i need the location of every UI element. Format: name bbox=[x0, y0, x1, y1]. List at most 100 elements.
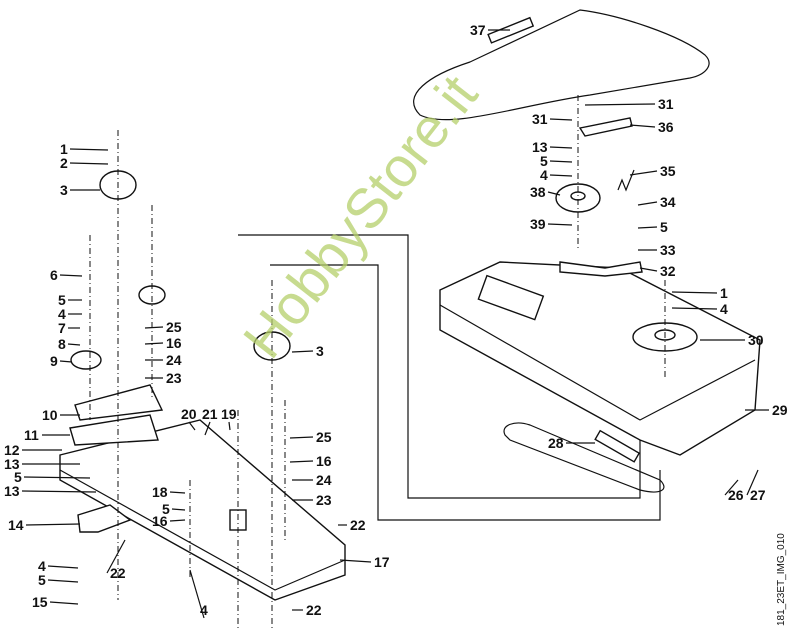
callout-25: 25 bbox=[144, 319, 182, 335]
callout-32: 32 bbox=[639, 263, 676, 279]
callout-33: 33 bbox=[638, 242, 676, 258]
mounting-plate bbox=[59, 419, 346, 601]
callout-9: 9 bbox=[50, 353, 73, 369]
callout-number: 5 bbox=[660, 219, 668, 235]
callout-number: 34 bbox=[660, 194, 676, 210]
leader-line bbox=[547, 191, 561, 196]
leader-line bbox=[204, 421, 211, 436]
connection-line bbox=[270, 264, 661, 521]
arm-36 bbox=[578, 117, 633, 137]
callout-13: 13 bbox=[4, 456, 80, 472]
callout-4: 4 bbox=[189, 569, 208, 619]
image-code: 181_23ET_IMG_010 bbox=[776, 533, 787, 626]
callout-27: 27 bbox=[746, 469, 766, 503]
callout-4: 4 bbox=[671, 301, 728, 317]
leader-line bbox=[59, 360, 73, 363]
leader-line bbox=[47, 565, 79, 569]
callout-number: 22 bbox=[110, 565, 126, 581]
leader-line bbox=[188, 421, 196, 431]
callout-number: 13 bbox=[4, 483, 20, 499]
callout-39: 39 bbox=[530, 216, 573, 232]
callout-23: 23 bbox=[292, 492, 332, 508]
callout-29: 29 bbox=[745, 402, 788, 418]
leader-line bbox=[637, 201, 658, 206]
leader-line bbox=[547, 223, 573, 226]
callout-number: 32 bbox=[660, 263, 676, 279]
callout-23: 23 bbox=[145, 370, 182, 386]
callout-7: 7 bbox=[58, 320, 80, 336]
leader-line bbox=[144, 326, 164, 329]
callout-number: 11 bbox=[24, 427, 39, 443]
guard-11 bbox=[69, 414, 159, 446]
callout-18: 18 bbox=[152, 484, 186, 500]
callout-number: 23 bbox=[166, 370, 182, 386]
leader-line bbox=[549, 118, 573, 121]
callout-21: 21 bbox=[202, 406, 218, 436]
plate-edge bbox=[59, 469, 346, 591]
leader-line bbox=[639, 267, 658, 272]
leader-line bbox=[228, 421, 231, 431]
callout-19: 19 bbox=[221, 406, 237, 431]
callout-4: 4 bbox=[58, 306, 82, 322]
callout-number: 4 bbox=[200, 602, 208, 618]
callout-number: 4 bbox=[38, 558, 46, 574]
callout-number: 38 bbox=[530, 184, 546, 200]
callout-number: 31 bbox=[532, 111, 548, 127]
callout-number: 22 bbox=[350, 517, 366, 533]
callout-5: 5 bbox=[540, 153, 573, 169]
callout-number: 23 bbox=[316, 492, 332, 508]
callout-16: 16 bbox=[152, 513, 186, 529]
leader-line bbox=[724, 479, 739, 496]
callout-16: 16 bbox=[144, 335, 182, 351]
callout-number: 18 bbox=[152, 484, 168, 500]
callout-number: 25 bbox=[316, 429, 332, 445]
leader-line bbox=[171, 508, 186, 511]
callout-16: 16 bbox=[289, 453, 332, 469]
bracket-14 bbox=[77, 504, 132, 533]
callout-number: 9 bbox=[50, 353, 58, 369]
leader-line bbox=[671, 291, 718, 294]
callout-number: 3 bbox=[316, 343, 324, 359]
callout-13: 13 bbox=[4, 483, 97, 499]
callout-number: 5 bbox=[540, 153, 548, 169]
leader-line bbox=[67, 343, 81, 346]
leader-line bbox=[25, 523, 81, 526]
pulley-9 bbox=[70, 350, 102, 370]
callout-number: 15 bbox=[32, 594, 48, 610]
connection-line bbox=[238, 234, 641, 499]
callout-3: 3 bbox=[291, 343, 324, 359]
callout-number: 19 bbox=[221, 406, 237, 422]
callout-2: 2 bbox=[60, 155, 109, 171]
leader-line bbox=[169, 519, 186, 522]
callout-number: 1 bbox=[720, 285, 728, 301]
callout-17: 17 bbox=[339, 554, 390, 570]
callout-number: 8 bbox=[58, 336, 66, 352]
callout-36: 36 bbox=[629, 119, 674, 135]
leader-line bbox=[49, 601, 79, 605]
callout-22: 22 bbox=[106, 539, 126, 581]
callout-number: 13 bbox=[532, 139, 548, 155]
leader-line bbox=[746, 469, 759, 496]
callout-5: 5 bbox=[637, 219, 668, 235]
callout-number: 24 bbox=[316, 472, 332, 488]
leader-line bbox=[549, 174, 573, 177]
deck-block bbox=[477, 274, 545, 321]
callout-number: 5 bbox=[58, 292, 66, 308]
leader-line bbox=[21, 490, 97, 493]
callout-number: 4 bbox=[58, 306, 66, 322]
callout-number: 17 bbox=[374, 554, 390, 570]
callout-11: 11 bbox=[24, 427, 70, 443]
callout-number: 4 bbox=[720, 301, 728, 317]
callout-number: 16 bbox=[152, 513, 168, 529]
callout-number: 26 bbox=[728, 487, 744, 503]
callout-3: 3 bbox=[60, 182, 100, 198]
callout-25: 25 bbox=[289, 429, 332, 445]
callout-number: 5 bbox=[38, 572, 46, 588]
callout-4: 4 bbox=[540, 167, 573, 183]
callout-number: 6 bbox=[50, 267, 58, 283]
callout-37: 37 bbox=[470, 22, 510, 38]
leader-line bbox=[169, 491, 186, 494]
leader-line bbox=[584, 103, 656, 106]
callout-number: 39 bbox=[530, 216, 546, 232]
leader-line bbox=[144, 342, 164, 345]
